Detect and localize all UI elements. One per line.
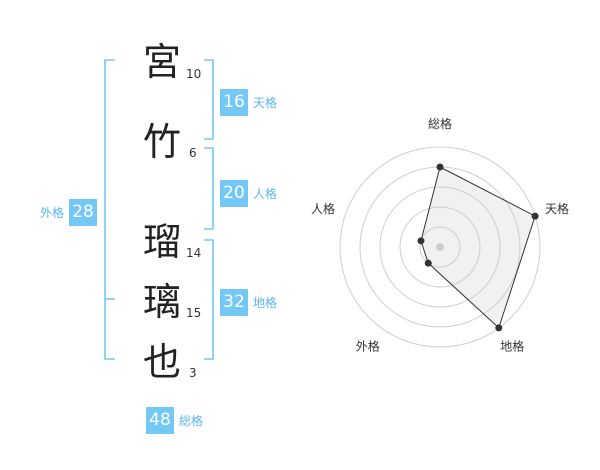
radar-point-3 bbox=[495, 324, 503, 332]
radar-point-4 bbox=[424, 259, 432, 267]
chikaku-value: 32 bbox=[220, 289, 248, 316]
soukaku-badge: 48 総格 bbox=[146, 407, 203, 434]
radar-ring-3 bbox=[379, 186, 501, 308]
gaikaku-bracket bbox=[104, 59, 115, 360]
stroke-count-3: 14 bbox=[186, 246, 202, 260]
jinkaku-label: 人格 bbox=[253, 187, 278, 201]
radar-ring-1 bbox=[419, 226, 461, 268]
stroke-count-1: 10 bbox=[186, 67, 202, 81]
stroke-count-5: 3 bbox=[189, 366, 197, 380]
chikaku-bracket bbox=[204, 239, 214, 360]
jinkaku-bracket bbox=[204, 147, 214, 230]
radar-point-2 bbox=[531, 212, 539, 220]
tenkaku-bracket bbox=[204, 59, 214, 140]
tenkaku-value: 16 bbox=[220, 89, 248, 116]
stroke-count-2: 6 bbox=[189, 146, 197, 160]
jinkaku-badge: 20 人格 bbox=[220, 180, 277, 207]
radar-axis-label-5: 人格 bbox=[311, 201, 335, 216]
radar-point-1 bbox=[436, 163, 444, 171]
radar-axis-label-2: 天格 bbox=[545, 201, 569, 216]
radar-point-5 bbox=[417, 237, 425, 245]
name-char-3: 瑠 bbox=[143, 220, 182, 264]
radar-axis-label-4: 外格 bbox=[356, 339, 380, 354]
soukaku-label: 総格 bbox=[179, 414, 204, 428]
stroke-count-4: 15 bbox=[186, 306, 202, 320]
gaikaku-label: 外格 bbox=[40, 206, 65, 220]
radar-axis-label-3: 地格 bbox=[500, 339, 524, 354]
radar-axis-label-1: 総格 bbox=[428, 116, 452, 131]
name-char-5: 也 bbox=[143, 340, 182, 384]
name-char-2: 竹 bbox=[143, 120, 182, 164]
gaikaku-value: 28 bbox=[69, 199, 98, 226]
tenkaku-badge: 16 天格 bbox=[220, 89, 277, 116]
name-char-4: 璃 bbox=[143, 280, 182, 324]
radar-center-dot bbox=[436, 243, 444, 251]
soukaku-value: 48 bbox=[146, 407, 174, 434]
chikaku-label: 地格 bbox=[253, 296, 278, 310]
name-char-1: 宮 bbox=[143, 40, 182, 84]
gaikaku-badge: 外格 28 bbox=[40, 199, 98, 226]
chikaku-badge: 32 地格 bbox=[220, 289, 277, 316]
radar-area bbox=[420, 166, 536, 329]
radar-ring-5 bbox=[339, 146, 541, 348]
radar-ring-2 bbox=[399, 206, 481, 288]
tenkaku-label: 天格 bbox=[253, 96, 278, 110]
jinkaku-value: 20 bbox=[220, 180, 248, 207]
